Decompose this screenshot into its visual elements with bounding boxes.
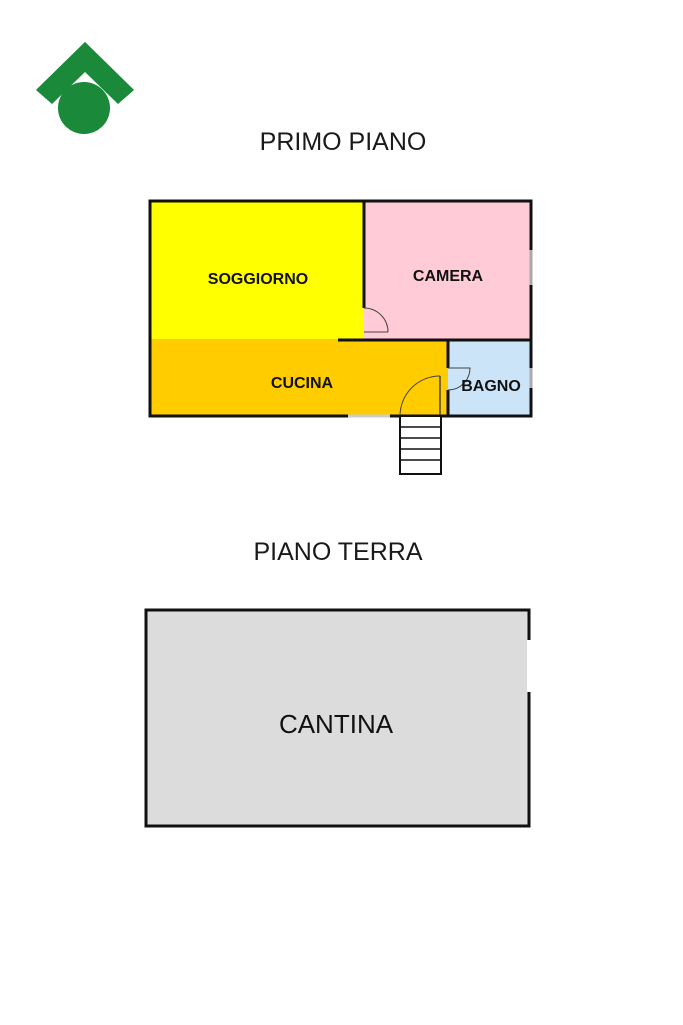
room-cucina <box>150 339 448 416</box>
logo-roof-band <box>36 42 134 104</box>
cantina-walls <box>144 608 531 828</box>
first-floor-plan: SOGGIORNO CAMERA CUCINA BAGNO <box>148 199 533 475</box>
outer-wall <box>148 199 533 418</box>
ground-floor-title: PIANO TERRA <box>253 538 422 566</box>
label-camera: CAMERA <box>413 268 484 285</box>
door-camera <box>363 307 389 333</box>
green-house-logo-icon <box>36 42 134 134</box>
room-bagno <box>448 341 531 416</box>
door-entrance <box>399 375 441 417</box>
logo-circle <box>58 82 110 134</box>
cantina-opening <box>527 640 533 692</box>
label-cucina: CUCINA <box>271 375 334 392</box>
first-floor-title: PRIMO PIANO <box>260 128 427 156</box>
door-bagno <box>447 367 471 391</box>
stairs <box>399 415 442 475</box>
label-bagno: BAGNO <box>461 378 521 395</box>
room-camera <box>364 201 531 339</box>
label-soggiorno: SOGGIORNO <box>208 271 308 288</box>
ground-floor-plan: CANTINA <box>144 608 533 828</box>
label-cantina: CANTINA <box>279 709 394 739</box>
room-soggiorno <box>150 201 364 339</box>
room-cantina <box>146 610 529 826</box>
